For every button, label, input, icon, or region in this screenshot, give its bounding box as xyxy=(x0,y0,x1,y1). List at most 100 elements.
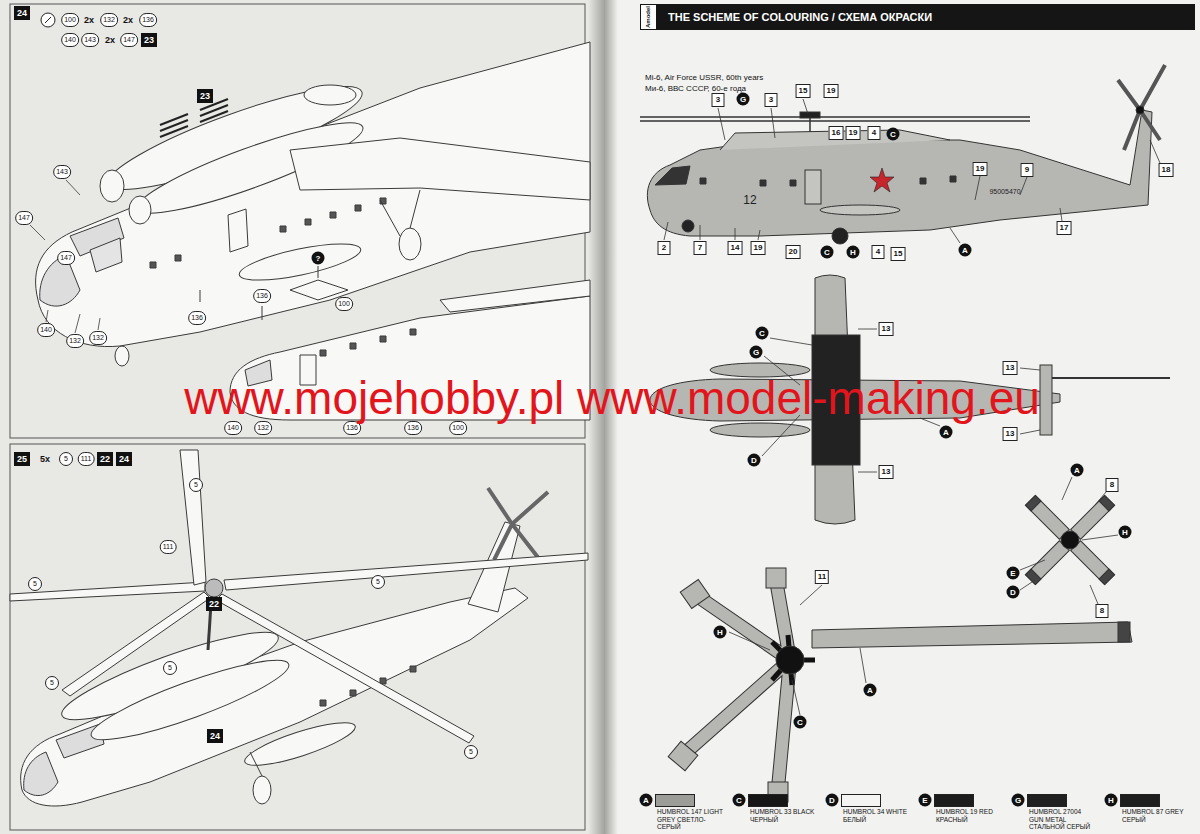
top-view-part xyxy=(1040,365,1052,435)
helicopter-assembly-24-part xyxy=(399,228,421,260)
colour-letter: H xyxy=(1105,794,1118,807)
part-number: 5 xyxy=(28,577,42,591)
part-number: 140 xyxy=(61,33,79,47)
glue-icon xyxy=(41,13,55,27)
glue-icon-part xyxy=(45,17,51,23)
side-view-part xyxy=(1118,65,1165,150)
colour-letter: C xyxy=(794,716,807,729)
part-number: 140 xyxy=(37,323,55,337)
callout-number: 13 xyxy=(879,465,894,479)
paint-name: HUMBROL 33 BLACK ЧЕРНЫЙ xyxy=(750,808,816,823)
part-number: 136 xyxy=(253,289,271,303)
step-number: 23 xyxy=(197,89,213,103)
aircraft-caption: Ми-6, ВВС СССР, 60-е года xyxy=(645,84,746,93)
helicopter-assembly-24-part xyxy=(290,138,590,200)
part-number: 111 xyxy=(78,452,95,466)
step-number: 22 xyxy=(97,452,113,466)
serial-number: 95005470 xyxy=(989,188,1020,195)
part-number: 100 xyxy=(335,297,353,311)
helicopter-lower-view-part xyxy=(320,329,416,356)
main-rotor-view-part xyxy=(684,580,790,788)
helicopter-assembly-25-part xyxy=(216,594,474,743)
colour-letter: A xyxy=(1071,464,1084,477)
header-band-part xyxy=(640,4,1195,30)
main-rotor-view-part xyxy=(776,646,804,674)
part-number: 100 xyxy=(449,421,467,435)
tail-rotor-view xyxy=(1020,477,1118,604)
header-band-part xyxy=(641,5,656,29)
main-rotor-view-part xyxy=(729,585,866,715)
part-number: 147 xyxy=(120,33,138,47)
colour-letter: ? xyxy=(312,252,325,265)
colour-letter: G xyxy=(1012,794,1025,807)
callout-number: 4 xyxy=(868,126,881,140)
helicopter-assembly-25-part xyxy=(250,752,262,776)
helicopter-assembly-24-part xyxy=(30,180,100,333)
colour-letter: D xyxy=(748,454,761,467)
callout-number: 15 xyxy=(796,84,811,98)
quantity: 2x xyxy=(123,15,133,25)
paint-name: HUMBROL 27004 GUN METAL СТАЛЬНОЙ СЕРЫЙ xyxy=(1029,808,1095,831)
quantity: 2x xyxy=(84,15,94,25)
tail-rotor-view-part-part xyxy=(1071,495,1115,539)
helicopter-assembly-25-part xyxy=(62,592,210,696)
brand-logo: Amodel xyxy=(645,6,651,28)
part-number: 111 xyxy=(160,540,177,554)
tail-rotor-view-part xyxy=(1020,477,1118,604)
main-rotor-view-part xyxy=(680,579,709,608)
helicopter-assembly-24-part xyxy=(237,236,364,287)
callout-number: 3 xyxy=(712,93,725,107)
helicopter-assembly-25-part xyxy=(21,588,528,806)
callout-number: 3 xyxy=(765,93,778,107)
part-number: 132 xyxy=(89,331,107,345)
helicopter-assembly-24-part xyxy=(228,209,248,252)
tail-rotor-view-part-part xyxy=(1025,569,1041,585)
callout-number: 15 xyxy=(891,247,906,261)
callout-number: 19 xyxy=(973,162,988,176)
tail-rotor-view-part-part xyxy=(1071,541,1115,585)
side-number: 12 xyxy=(743,193,756,207)
part-number: 5 xyxy=(189,478,203,492)
helicopter-assembly-24-part xyxy=(115,346,129,366)
callout-number: 17 xyxy=(1057,221,1072,235)
top-view-part xyxy=(1052,377,1170,379)
colour-letter: H xyxy=(847,246,860,259)
paint-name: HUMBROL 87 GREY СЕРЫЙ xyxy=(1122,808,1188,823)
step-number: 24 xyxy=(116,452,132,466)
colour-swatch xyxy=(1120,794,1160,807)
callout-number: 16 xyxy=(829,126,844,140)
callout-number: 11 xyxy=(815,570,829,584)
callout-number: 13 xyxy=(1003,361,1018,375)
helicopter-assembly-25-part xyxy=(180,450,206,585)
sheet-title: THE SCHEME OF COLOURING / СХЕМА ОКРАСКИ xyxy=(668,11,932,23)
part-number: 136 xyxy=(188,311,206,325)
part-number: 100 xyxy=(61,13,79,27)
side-view-part xyxy=(647,110,1152,236)
callout-number: 13 xyxy=(1003,427,1018,441)
step-number: 24 xyxy=(14,6,30,20)
colour-swatch xyxy=(1027,794,1067,807)
colour-letter: C xyxy=(887,128,900,141)
callout-number: 20 xyxy=(786,245,801,259)
part-number: 5 xyxy=(371,575,385,589)
part-number: 136 xyxy=(139,13,157,27)
main-rotor-view-part xyxy=(766,568,786,588)
part-number: 5 xyxy=(59,452,73,466)
colour-swatch xyxy=(841,794,881,807)
part-number: 132 xyxy=(254,421,272,435)
callout-number: 19 xyxy=(751,241,766,255)
quantity: 5x xyxy=(40,454,50,464)
step-number: 25 xyxy=(14,452,30,466)
callout-number: 19 xyxy=(846,126,861,140)
colour-letter: D xyxy=(1007,586,1020,599)
main-rotor-view-part xyxy=(772,635,815,685)
helicopter-assembly-25-part xyxy=(224,553,588,590)
side-view-part xyxy=(870,168,894,192)
paint-name: HUMBROL 34 WHITE БЕЛЫЙ xyxy=(843,808,909,823)
side-view-part xyxy=(664,99,1160,243)
top-view-part xyxy=(710,423,810,437)
colour-letter: A xyxy=(640,794,653,807)
side-view-part xyxy=(805,170,821,204)
colour-letter: A xyxy=(864,684,877,697)
